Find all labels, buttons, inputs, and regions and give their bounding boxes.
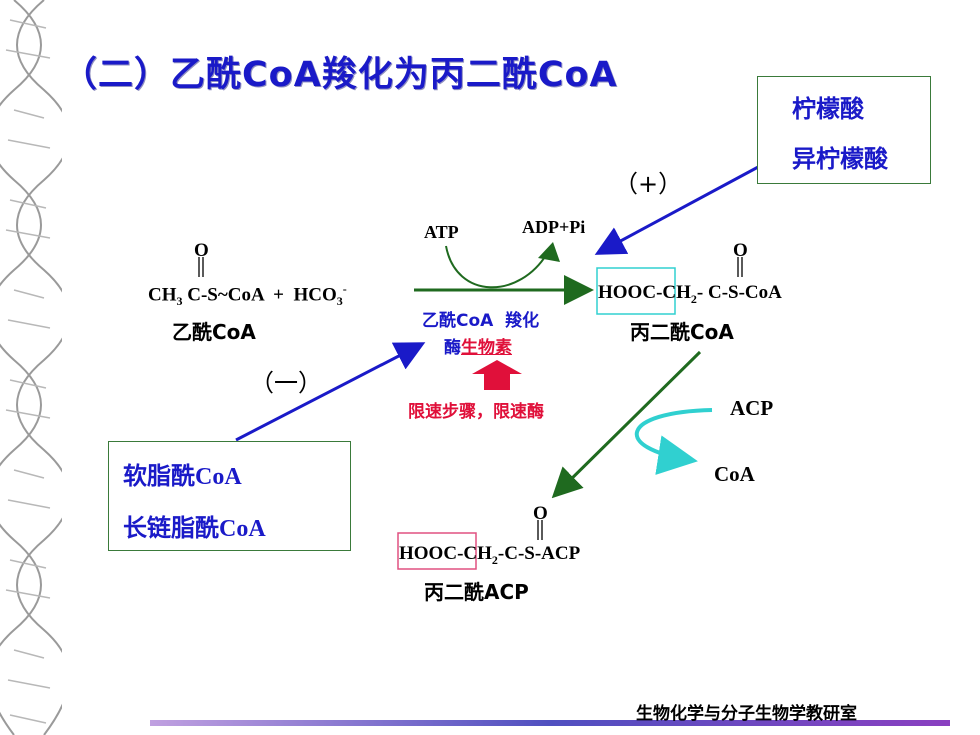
hooc-highlight-box-acp bbox=[397, 532, 477, 570]
reaction-arrow-second bbox=[551, 350, 702, 499]
adp-label: ADP+Pi bbox=[522, 217, 586, 237]
formula-ch: -CH bbox=[656, 282, 691, 303]
biotin-label: 生物素 bbox=[461, 338, 512, 358]
dna-helix-decoration bbox=[0, 0, 62, 735]
hooc-highlight-box bbox=[596, 267, 676, 315]
substrate-oxygen: O bbox=[194, 240, 209, 261]
product-oxygen: O bbox=[733, 240, 748, 261]
rate-limiting-label: 限速步骤，限速酶 bbox=[408, 402, 544, 422]
formula-sub2: 2 bbox=[491, 552, 498, 567]
footer-bar bbox=[150, 720, 950, 726]
formula-rest: -C-S-ACP bbox=[497, 543, 581, 564]
formula-sub3: 3 bbox=[176, 294, 183, 309]
activation-sign: （+） bbox=[614, 170, 683, 198]
product-formula: HOOC-CH2- C-S-CoA bbox=[598, 282, 782, 307]
acp-label: ACP bbox=[730, 396, 774, 420]
formula-ch: CH bbox=[148, 284, 177, 306]
page-title: （二）乙酰CoA羧化为丙二酰CoA bbox=[62, 55, 618, 95]
footer-department: 生物化学与分子生物学教研室 bbox=[636, 704, 857, 724]
adp-arrowhead bbox=[538, 242, 560, 262]
substrate-name: 乙酰CoA bbox=[172, 320, 256, 344]
activation-arrow bbox=[594, 164, 761, 255]
acp-product-name: 丙二酰ACP bbox=[424, 580, 529, 604]
substrate-formula: CH3 C-S~CoA + HCO3- bbox=[148, 282, 347, 309]
activator-item-isocitrate: 异柠檬酸 bbox=[792, 145, 888, 173]
rate-limiting-arrow bbox=[472, 360, 522, 390]
enzyme-name-line2: 酶生物素 bbox=[444, 333, 512, 358]
acp-product-oxygen: O bbox=[533, 503, 548, 524]
formula-rest: C-S~CoA + HCO bbox=[182, 284, 337, 306]
activator-item-citrate: 柠檬酸 bbox=[792, 95, 864, 123]
inhibition-arrow bbox=[235, 342, 426, 442]
acp-curve bbox=[634, 408, 713, 475]
formula-hooc: HOOC bbox=[598, 282, 657, 303]
inhibitor-item-long-chain-acyl-coa: 长链脂酰CoA bbox=[123, 516, 266, 542]
enzyme-suffix: 酶 bbox=[444, 338, 461, 358]
inhibitor-item-palmitoyl-coa: 软脂酰CoA bbox=[123, 464, 242, 490]
formula-rest: - C-S-CoA bbox=[696, 282, 782, 303]
acp-product-formula: HOOC-CH2-C-S-ACP bbox=[399, 543, 580, 568]
atp-curve bbox=[445, 245, 549, 289]
activator-box: 柠檬酸 异柠檬酸 bbox=[757, 76, 931, 184]
formula-sup-minus: - bbox=[342, 282, 347, 296]
formula-sub2: 2 bbox=[690, 291, 697, 306]
coa-label: CoA bbox=[714, 462, 755, 486]
inhibition-sign: （一） bbox=[250, 369, 322, 397]
formula-ch: -CH bbox=[457, 543, 492, 564]
product-name: 丙二酰CoA bbox=[630, 320, 734, 344]
formula-hooc: HOOC bbox=[399, 543, 458, 564]
inhibitor-box: 软脂酰CoA 长链脂酰CoA bbox=[108, 441, 351, 551]
formula-sub3b: 3 bbox=[336, 294, 343, 309]
atp-label: ATP bbox=[424, 222, 459, 242]
enzyme-name-line1: 乙酰CoA 羧化 bbox=[422, 311, 540, 331]
